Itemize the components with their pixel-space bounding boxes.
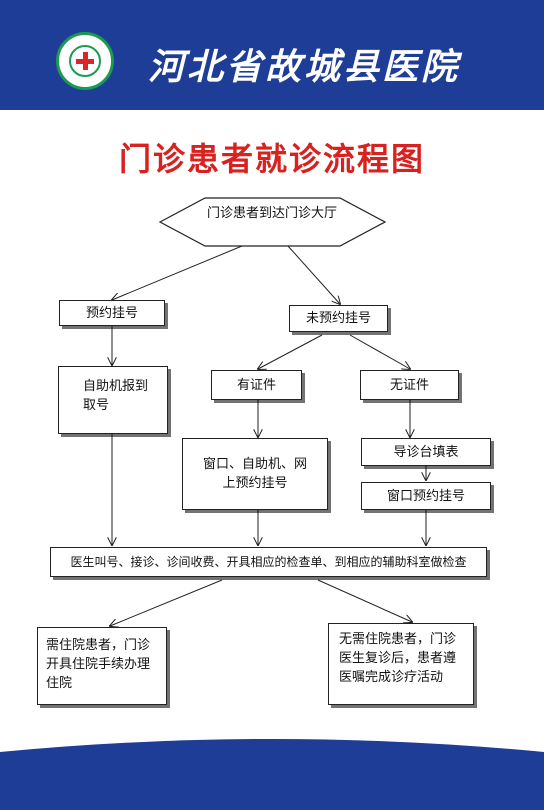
flow-doctor-step: 医生叫号、接诊、诊间收费、开具相应的检查单、到相应的辅助科室做检查 bbox=[50, 547, 487, 577]
flow-guide-desk: 导诊台填表 bbox=[361, 438, 491, 466]
arrow-no-appointment-to-no-id bbox=[349, 334, 410, 369]
arrow-start-to-appointment bbox=[112, 245, 243, 300]
flow-no-hospitalization: 无需住院患者，门诊医生复诊后，患者遵医嘱完成诊疗活动 bbox=[328, 623, 474, 705]
flow-window-options: 窗口、自助机、网上预约挂号 bbox=[182, 438, 328, 510]
footer-banner bbox=[0, 752, 544, 810]
hospital-name: 河北省故城县医院 bbox=[148, 46, 461, 88]
flow-has-id: 有证件 bbox=[211, 370, 302, 400]
hospital-logo bbox=[56, 32, 114, 90]
page-title: 门诊患者就诊流程图 bbox=[118, 140, 425, 178]
arrow-start-to-no-appointment bbox=[287, 245, 340, 304]
logo-emblem bbox=[69, 45, 101, 77]
cross-icon-bar bbox=[76, 59, 94, 64]
flow-hospitalization: 需住院患者，门诊开具住院手续办理住院 bbox=[37, 627, 167, 705]
start-hexagon bbox=[158, 197, 387, 247]
arrow-no-appointment-to-has-id bbox=[258, 334, 323, 369]
flow-appointment: 预约挂号 bbox=[59, 300, 165, 326]
arrow-doctor-to-hospitalization bbox=[110, 579, 223, 626]
arrow-doctor-to-no-hospitalization bbox=[317, 579, 412, 622]
flow-no-id: 无证件 bbox=[360, 370, 459, 400]
flow-start: 门诊患者到达门诊大厅 bbox=[206, 206, 337, 221]
flow-window-appointment: 窗口预约挂号 bbox=[361, 482, 491, 510]
flow-no-appointment: 未预约挂号 bbox=[289, 305, 388, 332]
header-banner: 河北省故城县医院 bbox=[0, 0, 544, 110]
flow-self-service: 自助机报到取号 bbox=[58, 366, 168, 434]
